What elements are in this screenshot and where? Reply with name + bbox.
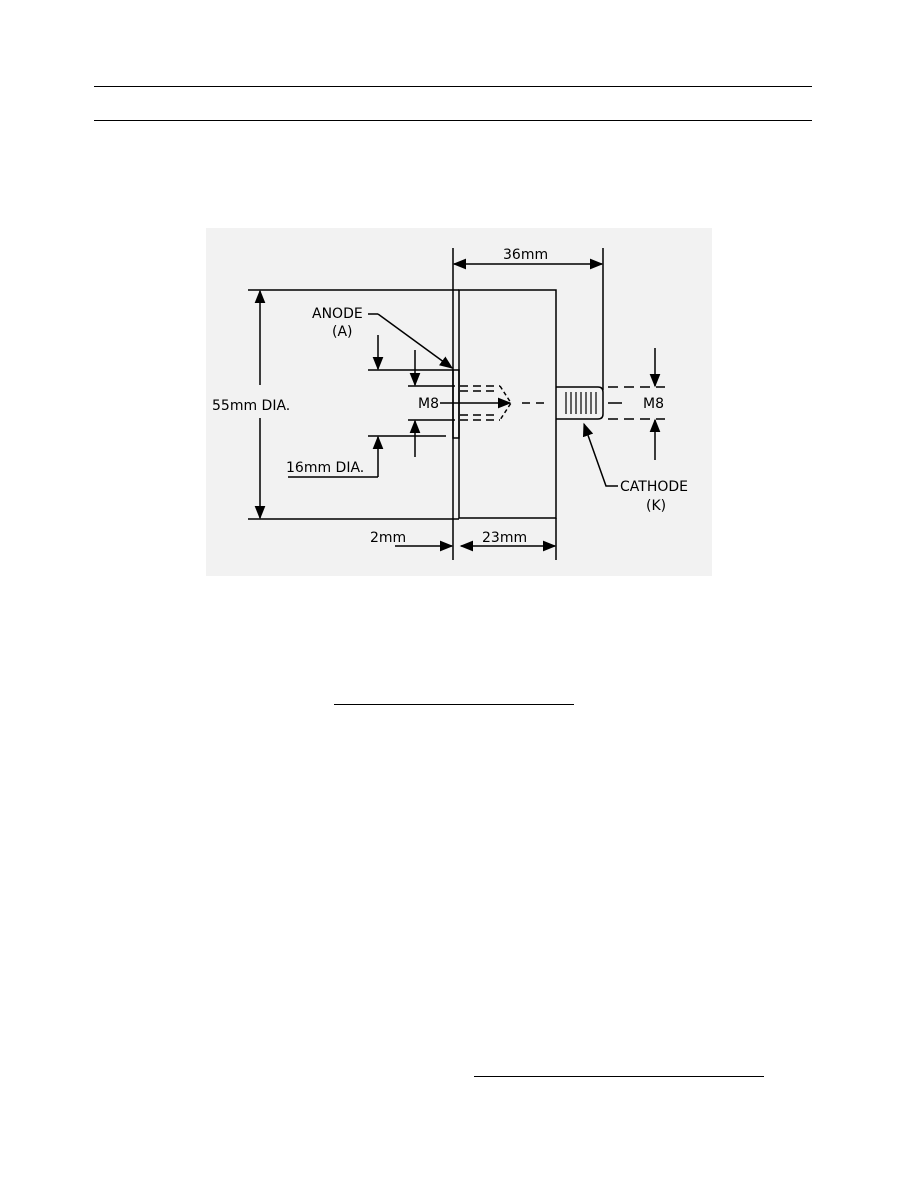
- anode-leader: [377, 313, 454, 369]
- rectifier-body: [458, 289, 557, 519]
- dim-36-label: 36mm: [503, 247, 548, 263]
- cathode-threads: [565, 392, 597, 414]
- cathode-leader: [582, 422, 618, 487]
- anode-label: ANODE: [312, 306, 363, 322]
- cathode-label: CATHODE: [620, 479, 688, 495]
- anode-symbol: (A): [332, 324, 353, 340]
- cathode-thread-label: M8: [643, 396, 664, 412]
- dim-55-label: 55mm DIA.: [212, 398, 290, 414]
- cathode-symbol: (K): [646, 498, 666, 514]
- dim-16-label: 16mm DIA.: [286, 460, 364, 476]
- cathode-stud: [556, 386, 604, 420]
- dim-23-label: 23mm: [482, 530, 527, 546]
- anode-flange: [452, 369, 460, 439]
- header-rule-bottom: [94, 120, 812, 121]
- header-rule-top: [94, 86, 812, 87]
- anode-thread-label: M8: [418, 396, 439, 412]
- footer-rule: [474, 1076, 764, 1077]
- caption-rule: [334, 704, 574, 705]
- dim-2-label: 2mm: [370, 530, 406, 546]
